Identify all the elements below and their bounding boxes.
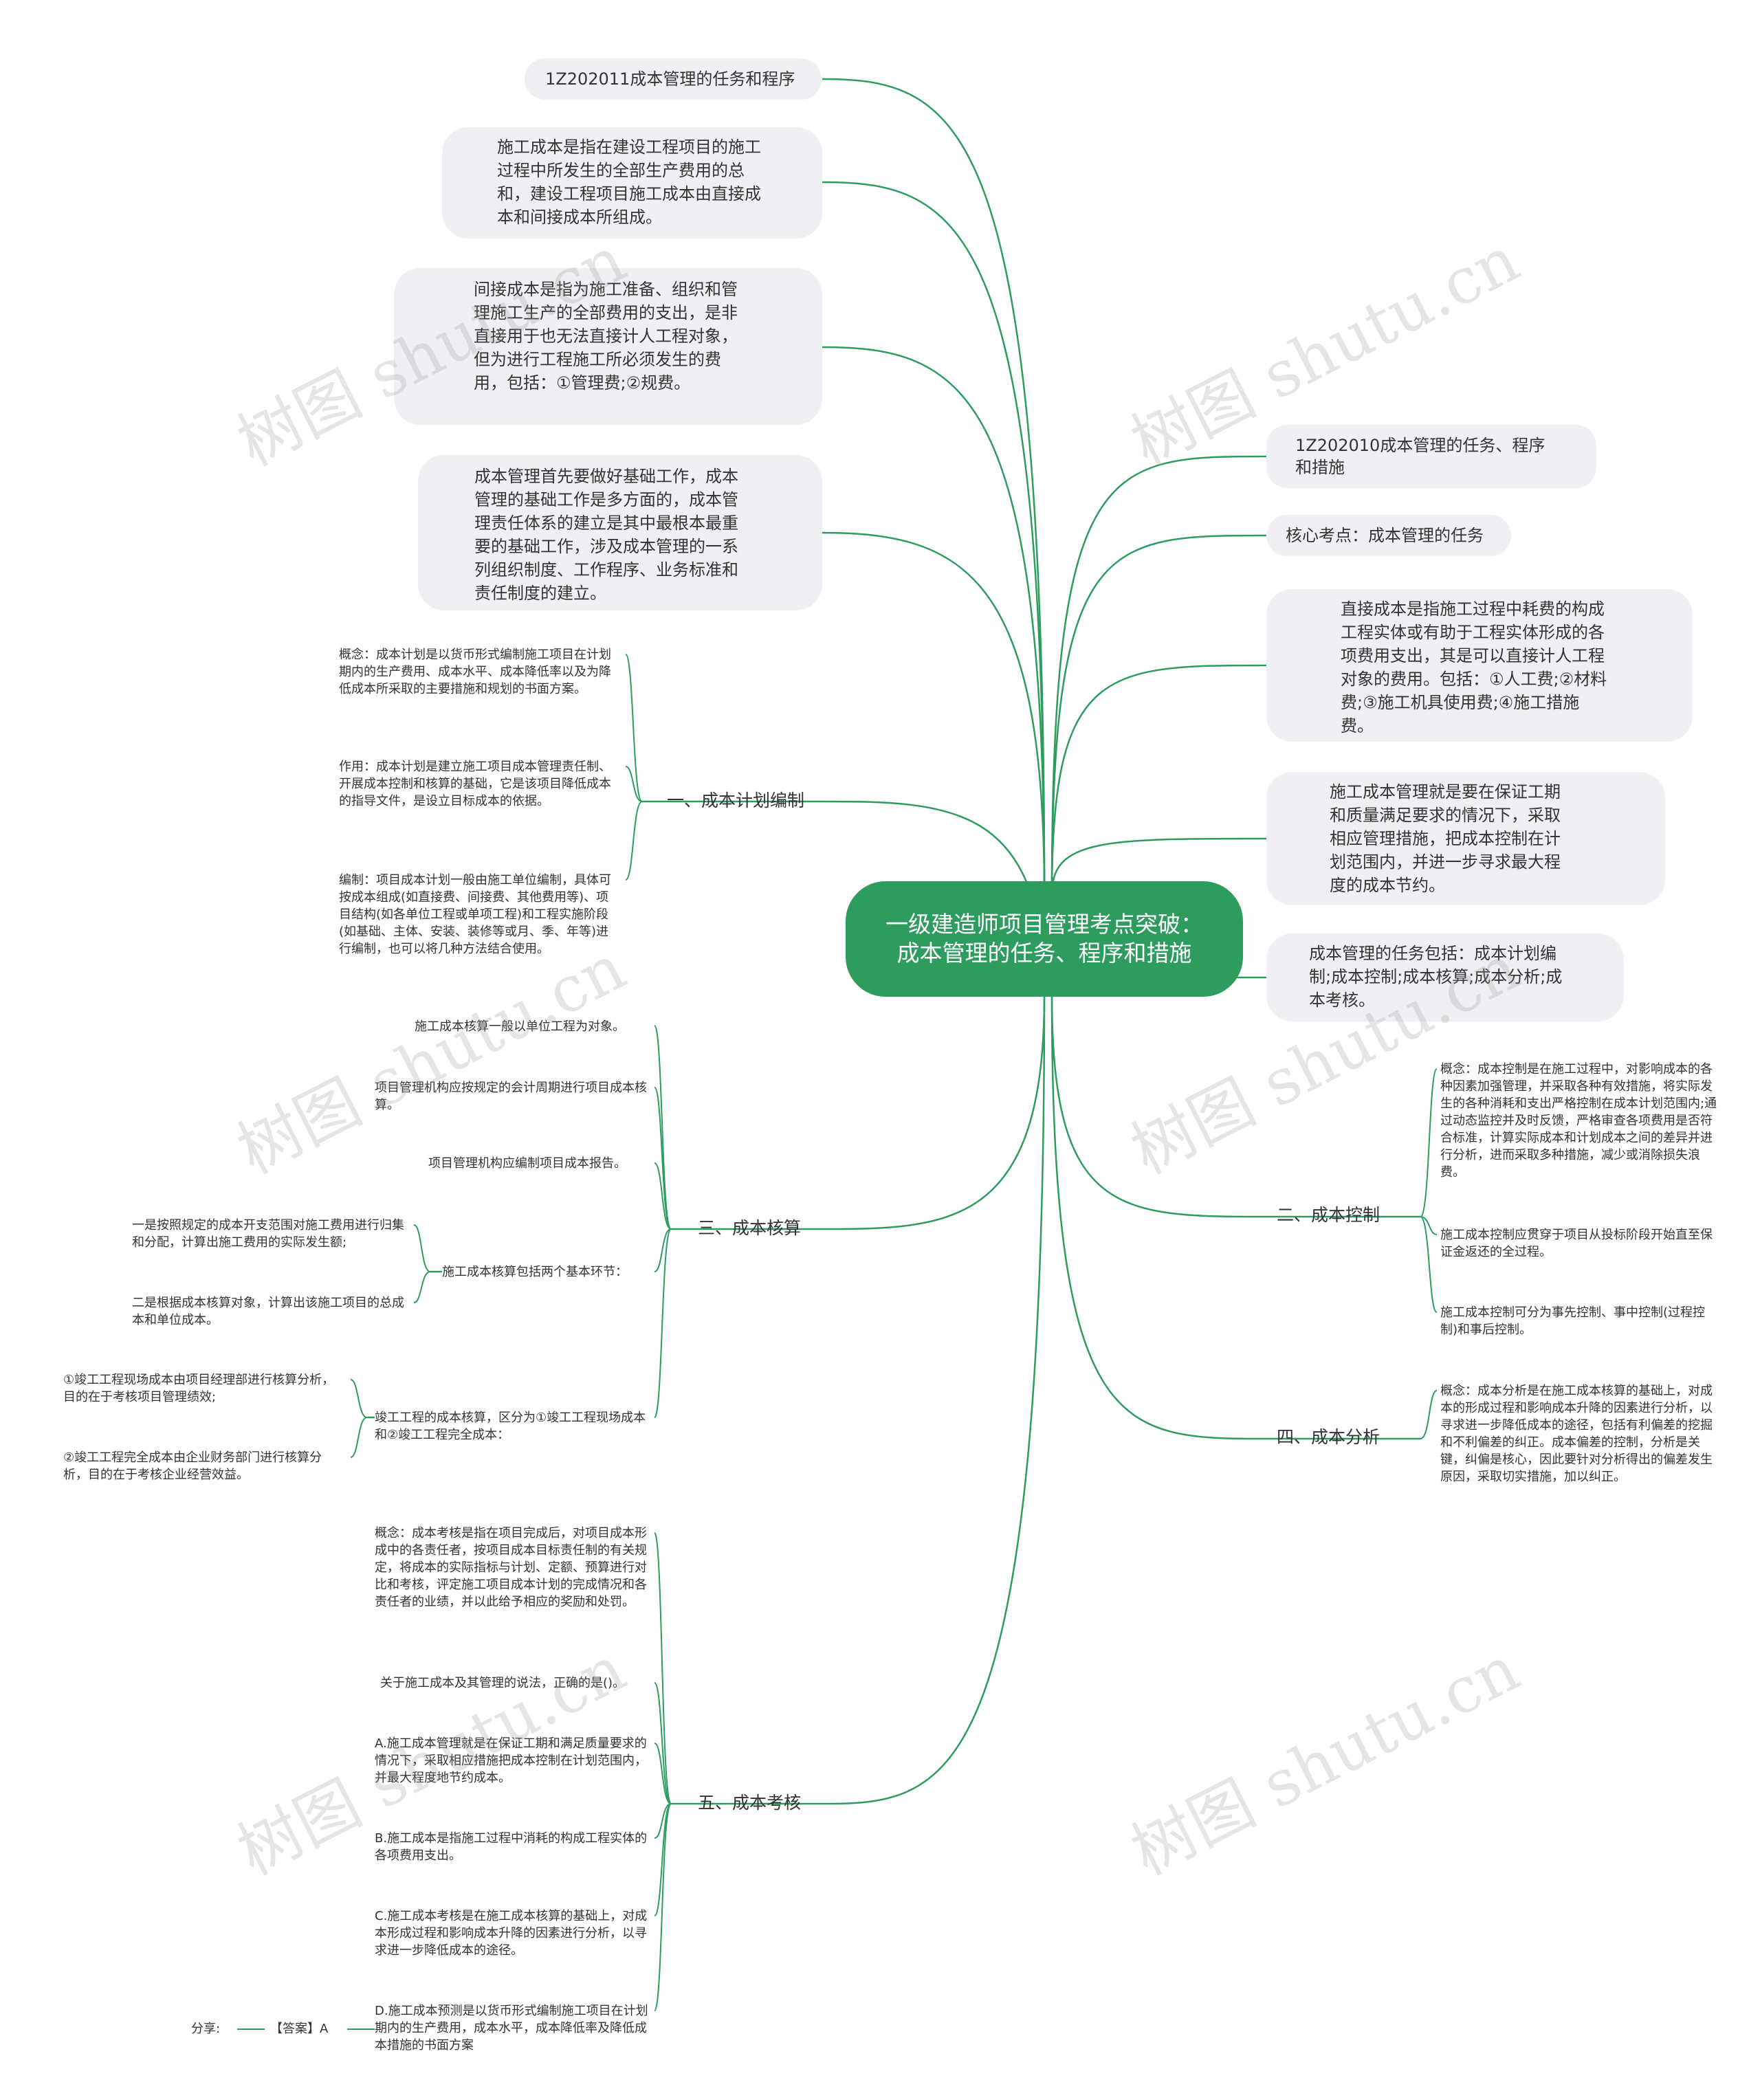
connector-line [1050, 837, 1267, 894]
leaf-control-whole-process: 施工成本控制应贯穿于项目从投标阶段开始直至保证金返还的全过程。 [1440, 1228, 1713, 1259]
leaf-accounting-object: 施工成本核算一般以单位工程为对象。 [415, 1019, 625, 1034]
connector-line [817, 996, 1046, 1230]
leaf-accounting-period: 项目管理机构应按规定的会计周期进行项目成本核算。 [375, 1081, 647, 1112]
leaf-accounting-two-steps: 施工成本核算包括两个基本环节： [442, 1265, 628, 1279]
leaf-site-cost: ①竣工工程现场成本由项目经理部进行核算分析，目的在于考核项目管理绩效; [63, 1373, 335, 1404]
connector-line [654, 1162, 672, 1230]
leaf-plan-compile: 编制：项目成本计划一般由施工单位编制，具体可按成本组成(如直接费、间接费、其他费… [339, 873, 611, 956]
leaf-accounting-completed: 竣工工程的成本核算，区分为①竣工工程现场成本和②竣工工程完全成本： [375, 1411, 646, 1442]
connector-line [654, 1682, 672, 1804]
connector-line [817, 996, 1046, 1805]
leaf-question: 关于施工成本及其管理的说法，正确的是()。 [380, 1676, 626, 1690]
leaf-full-cost: ②竣工工程完全成本由企业财务部门进行核算分析，目的在于考核企业经营效益。 [63, 1450, 322, 1482]
connector-line [654, 1228, 672, 1418]
connector-line [1050, 664, 1267, 894]
connector-line [654, 1087, 672, 1230]
leaf-assessment-concept: 概念：成本考核是指在项目完成后，对项目成本形成中的各责任者，按项目成本目标责任制… [375, 1526, 647, 1609]
branch-cost-control[interactable]: 二、成本控制 [1276, 1205, 1380, 1225]
connector-line [822, 78, 1046, 894]
connector-line [654, 1803, 672, 1916]
connector-line [822, 531, 1046, 894]
right-topic-tasks[interactable]: 成本管理的任务包括：成本计划编制;成本控制;成本核算;成本分析;成本考核。 [1266, 933, 1624, 1021]
leaf-plan-concept: 概念：成本计划是以货币形式编制施工项目在计划期内的生产费用、成本水平、成本降低率… [339, 648, 611, 696]
right-topic-direct-cost[interactable]: 直接成本是指施工过程中耗费的构成工程实体或有助于工程实体形成的各项费用支出，其是… [1266, 589, 1693, 742]
right-topic-core-point[interactable]: 核心考点：成本管理的任务 [1266, 515, 1511, 556]
connector-line [654, 1803, 672, 2011]
connector-line [350, 1417, 368, 1458]
connector-line [654, 1532, 672, 1804]
connector-line [350, 1379, 368, 1418]
left-topic-construction-cost[interactable]: 施工成本是指在建设工程项目的施工过程中所发生的全部生产费用的总和，建设工程项目施… [442, 127, 822, 239]
leaf-control-types: 施工成本控制可分为事先控制、事中控制(过程控制)和事后控制。 [1440, 1305, 1706, 1337]
branch-cost-accounting[interactable]: 三、成本核算 [697, 1218, 801, 1238]
branch-cost-plan[interactable]: 一、成本计划编制 [666, 791, 804, 810]
right-topic-cost-management-title[interactable]: 1Z202010成本管理的任务、程序和措施 [1266, 425, 1596, 488]
left-topic-task-procedure[interactable]: 1Z202011成本管理的任务和程序 [525, 58, 822, 100]
connector-line [1420, 1216, 1438, 1313]
connector-line [1050, 996, 1267, 1218]
connector-line [654, 1743, 672, 1804]
connector-line [654, 1228, 672, 1272]
right-topic-cost-management[interactable]: 施工成本管理就是要在保证工期和质量满足要求的情况下，采取相应管理措施，把成本控制… [1266, 772, 1665, 905]
connector-line [822, 181, 1046, 894]
connector-line [1420, 1216, 1438, 1235]
left-topic-indirect-cost[interactable]: 间接成本是指为施工准备、组织和管理施工生产的全部费用的支出，是非直接用于也无法直… [394, 268, 822, 425]
connector-line [625, 801, 643, 881]
leaf-option-c: C.施工成本考核是在施工成本核算的基础上，对成本形成过程和影响成本升降的因素进行… [375, 1909, 648, 1958]
leaf-accounting-report: 项目管理机构应编制项目成本报告。 [428, 1156, 626, 1171]
leaf-option-b: B.施工成本是指施工过程中消耗的构成工程实体的各项费用支出。 [375, 1831, 648, 1863]
share-label[interactable]: 分享: [191, 2022, 221, 2036]
connector-line [1050, 534, 1267, 894]
connector-line [413, 1224, 431, 1272]
root-topic[interactable]: 一级建造师项目管理考点突破：成本管理的任务、程序和措施 [846, 881, 1243, 997]
connector-line [625, 654, 643, 802]
branch-cost-assessment[interactable]: 五、成本考核 [697, 1793, 801, 1813]
leaf-analysis-concept: 概念：成本分析是在施工成本核算的基础上，对成本的形成过程和影响成本升降的因素进行… [1440, 1384, 1713, 1484]
leaf-plan-function: 作用：成本计划是建立施工项目成本管理责任制、开展成本控制和核算的基础，它是该项目… [339, 760, 611, 808]
connector-line [625, 766, 643, 802]
leaf-option-a: A.施工成本管理就是在保证工期和满足质量要求的情况下，采取相应措施把成本控制在计… [375, 1736, 647, 1785]
left-topic-basic-work[interactable]: 成本管理首先要做好基础工作，成本管理的基础工作是多方面的，成本管理责任体系的建立… [418, 455, 822, 610]
connector-line [413, 1271, 431, 1303]
branch-cost-analysis[interactable]: 四、成本分析 [1276, 1427, 1380, 1447]
leaf-control-concept: 概念：成本控制是在施工过程中，对影响成本的各种因素加强管理，并采取各种有效措施，… [1440, 1062, 1717, 1180]
leaf-option-d: D.施工成本预测是以货币形式编制施工项目在计划期内的生产费用，成本水平，成本降低… [375, 2004, 648, 2053]
connector-line [822, 346, 1046, 894]
leaf-step-two: 二是根据成本核算对象，计算出该施工项目的总成本和单位成本。 [132, 1296, 404, 1327]
connector-line [654, 1803, 672, 1839]
leaf-step-one: 一是按照规定的成本开支范围对施工费用进行归集和分配，计算出施工费用的实际发生额; [132, 1218, 404, 1250]
connector-line [1420, 1390, 1438, 1439]
connector-line [1050, 996, 1267, 1440]
connector-line [1050, 455, 1267, 894]
leaf-answer: 【答案】A [270, 2022, 329, 2036]
connector-line [1420, 1068, 1438, 1217]
